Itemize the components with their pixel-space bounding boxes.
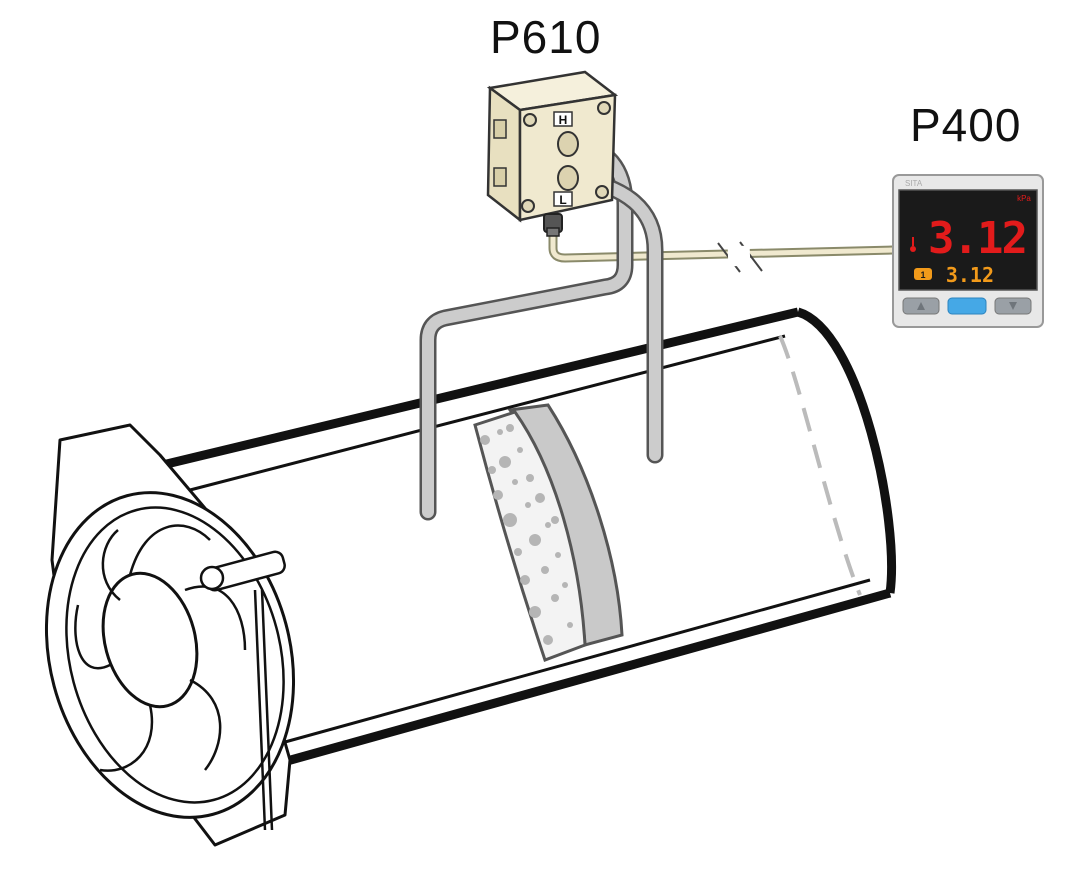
p400-channel: 1 — [920, 270, 925, 280]
duct-top-inner — [189, 334, 786, 492]
port-low-label: L — [559, 193, 566, 207]
p610-side-slot-1 — [493, 119, 507, 139]
up-arrow-icon — [917, 302, 925, 310]
duct-end-rim-dashed — [778, 335, 862, 596]
port-low-nozzle — [557, 165, 579, 191]
p400-button-set[interactable] — [947, 297, 987, 315]
signal-cable — [548, 232, 894, 273]
p610-left-face — [486, 85, 522, 223]
fan-mount-bolt — [199, 550, 286, 831]
p400-channel-badge — [914, 268, 932, 280]
p400-primary-value: 3.12 — [928, 213, 1026, 264]
thermometer-icon — [910, 237, 916, 252]
duct-end-rim — [796, 307, 897, 594]
p400-secondary-value: 3.12 — [946, 263, 994, 287]
axial-fan-icon — [44, 423, 296, 847]
p610-screw-br — [595, 185, 609, 199]
p610-side-slot-2 — [493, 167, 507, 187]
fan-blades — [74, 524, 247, 772]
p610-screw-tl — [523, 113, 537, 127]
p400-brand: SITA — [905, 179, 923, 188]
port-low-label-box — [553, 191, 573, 207]
duct-bottom-inner — [284, 578, 871, 744]
port-high-label-box — [553, 111, 573, 127]
cable-break-gap — [727, 245, 751, 267]
p610-screw-tr — [597, 101, 611, 115]
down-arrow-icon — [1009, 302, 1017, 310]
p610-front-face — [518, 93, 617, 222]
port-high-label: H — [559, 113, 568, 127]
port-high-nozzle — [557, 131, 579, 157]
p400-display-unit: SITA kPa 3.12 1 3.12 — [892, 174, 1044, 328]
duct-top-edge — [148, 307, 800, 473]
fan-hub — [101, 571, 199, 709]
p400-label: P400 — [910, 99, 1022, 151]
p610-label: P610 — [490, 11, 602, 63]
filter-dust-particles — [480, 424, 573, 645]
filter-element — [473, 403, 624, 662]
p400-unit: kPa — [1017, 194, 1031, 203]
duct-bottom-edge — [278, 588, 892, 768]
p610-screw-bl — [521, 199, 535, 213]
p610-transmitter: H L — [486, 70, 619, 237]
